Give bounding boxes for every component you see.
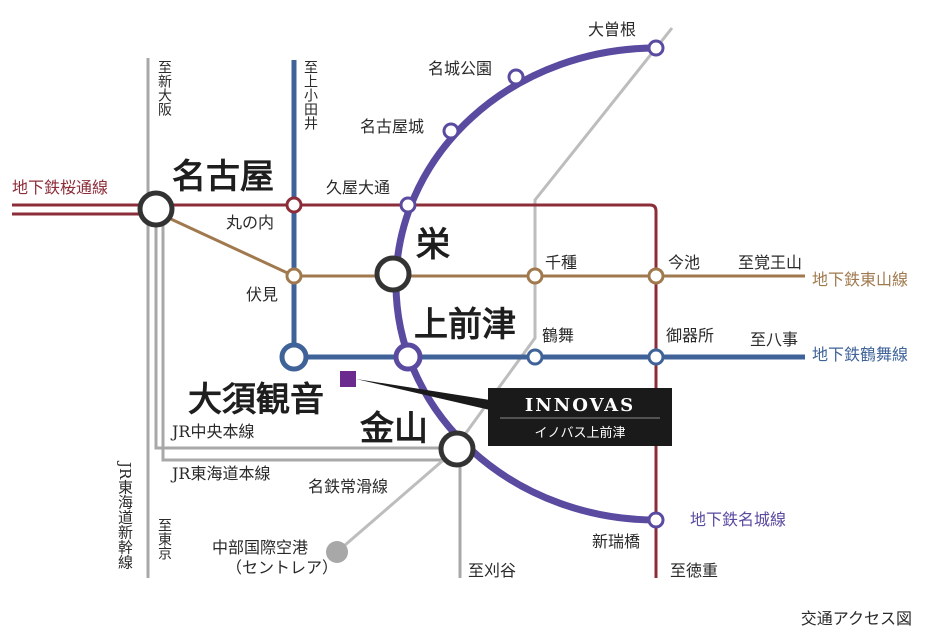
- station-kanayama-marker: [438, 430, 476, 468]
- label-dir-shin-osaka: 至新大阪: [156, 60, 172, 116]
- label-osu-kannon: 大須観音: [188, 380, 324, 420]
- station-marunouchi-marker: [285, 196, 303, 214]
- label-nagoyajo: 名古屋城: [360, 117, 424, 136]
- innovas-title: INNOVAS: [525, 395, 635, 416]
- innovas-pointer: [356, 379, 490, 410]
- innovas-box: [488, 388, 672, 446]
- station-ozone-marker: [647, 39, 665, 57]
- label-kamimaezu: 上前津: [414, 305, 516, 345]
- tsurumai-line-label: 地下鉄鶴舞線: [812, 345, 908, 364]
- label-dir-tokushige: 至徳重: [670, 561, 718, 580]
- station-meijo-koen-marker: [507, 68, 525, 86]
- higashiyama-line-label: 地下鉄東山線: [812, 270, 908, 289]
- label-chikusa: 千種: [545, 253, 577, 272]
- label-jr-chuo: JR中央本線: [170, 422, 254, 441]
- station-gokiso-marker: [647, 348, 665, 366]
- label-tsurumai: 鶴舞: [542, 326, 574, 345]
- label-imaike: 今池: [668, 253, 700, 272]
- tsurumai-line: [291, 60, 805, 360]
- major-stations: [137, 190, 476, 468]
- station-aratamabashi-marker: [647, 511, 665, 529]
- jr-rail-lines: [146, 58, 462, 578]
- station-nagoya-marker: [137, 190, 175, 228]
- station-nagoyajo-marker: [442, 122, 460, 140]
- label-sakae: 栄: [416, 225, 450, 265]
- meitetsu-tokoname-line: [336, 448, 456, 554]
- label-aratamabashi: 新瑞橋: [592, 532, 640, 551]
- label-meijo-koen: 名城公園: [428, 59, 492, 78]
- label-dir-kakuozan: 至覚王山: [738, 253, 802, 272]
- label-kanayama: 金山: [359, 409, 428, 449]
- label-dir-higashi-kyo: 至東京: [156, 518, 172, 560]
- airport-name: 中部国際空港: [212, 538, 308, 557]
- meijo-line-label: 地下鉄名城線: [690, 510, 786, 529]
- station-imaike-marker: [647, 267, 665, 285]
- station-sakae-marker: [374, 255, 412, 293]
- station-kamimaezu-marker: [393, 342, 423, 372]
- label-gokiso: 御器所: [666, 326, 714, 345]
- airport-marker: [326, 541, 348, 563]
- innovas-callout: INNOVAS イノバス上前津: [340, 371, 672, 446]
- sakuradori-line: [12, 203, 658, 578]
- footer-caption: 交通アクセス図: [801, 609, 912, 628]
- station-osu-kannon-marker: [279, 342, 309, 372]
- label-jr-tokaido: JR東海道本線: [170, 464, 270, 483]
- jr-chuo-line: [154, 214, 452, 450]
- station-chikusa-marker: [526, 267, 544, 285]
- jr-tokaido-line: [161, 214, 452, 462]
- station-tsurumai-marker: [526, 348, 544, 366]
- label-jr-shinkansen: JR東海道新幹線: [116, 462, 134, 570]
- label-dir-yagoto: 至八事: [750, 330, 798, 349]
- label-meitetsu-tokoname: 名鉄常滑線: [308, 477, 388, 496]
- label-dir-kariya: 至刈谷: [468, 561, 516, 580]
- station-fushimi-marker: [285, 267, 303, 285]
- meitetsu-north-line: [453, 27, 674, 449]
- innovas-location-marker: [340, 371, 356, 387]
- label-fushimi: 伏見: [246, 285, 278, 304]
- minor-stations: [285, 39, 665, 529]
- sakuradori-line-label: 地下鉄桜通線: [12, 178, 108, 197]
- airport-subname: （セントレア）: [226, 558, 338, 577]
- label-ozone: 大曽根: [588, 20, 636, 39]
- station-hisaya-odori-marker: [399, 196, 417, 214]
- innovas-subtitle: イノバス上前津: [534, 425, 625, 441]
- label-dir-kami-otai: 至上小田井: [302, 60, 318, 130]
- label-nagoya: 名古屋: [172, 157, 274, 197]
- label-marunouchi: 丸の内: [226, 213, 274, 232]
- label-hisaya-odori: 久屋大通: [326, 178, 390, 197]
